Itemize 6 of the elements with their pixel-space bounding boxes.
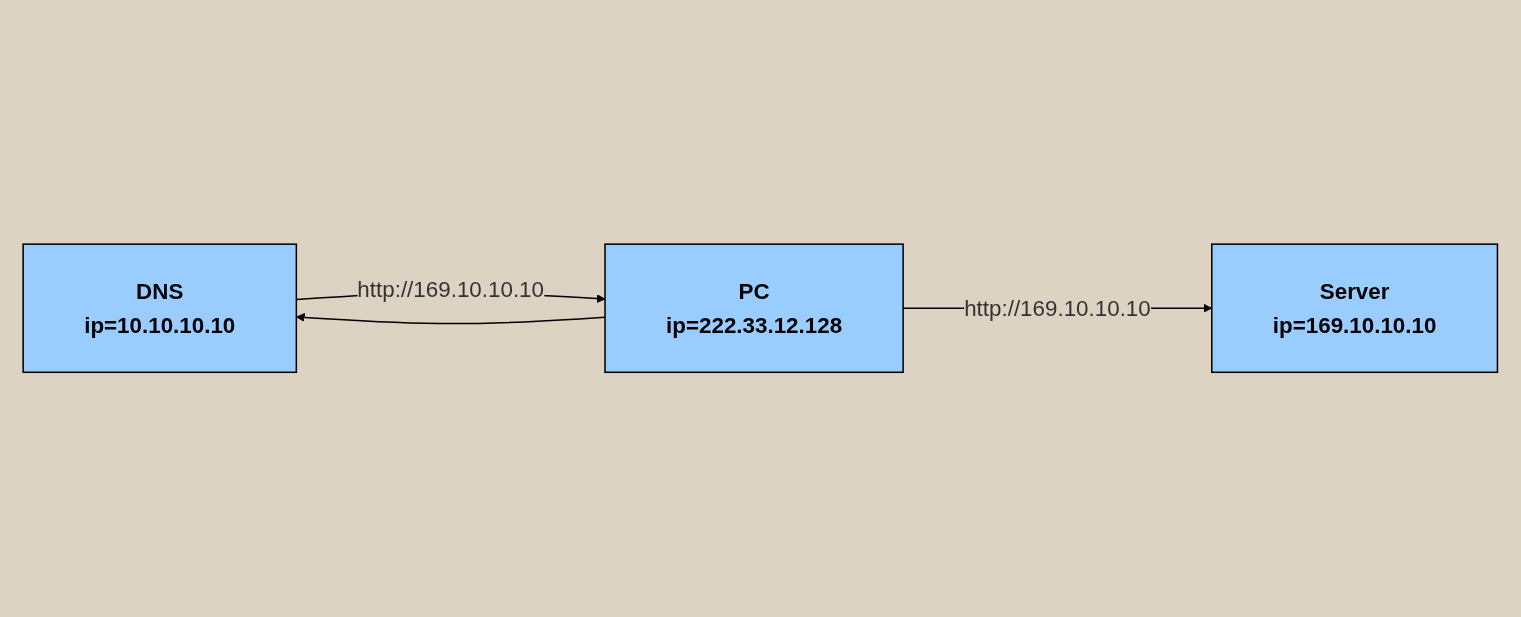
node-box: DNS ip=10.10.10.10	[22, 243, 298, 374]
node-box: PC ip=222.33.12.128	[604, 243, 905, 374]
edge-label: http://169.10.10.10	[357, 277, 545, 303]
arrow	[296, 313, 606, 325]
edge-label: http://169.10.10.10	[964, 295, 1151, 322]
node-box: Server ip=169.10.10.10	[1211, 243, 1499, 374]
